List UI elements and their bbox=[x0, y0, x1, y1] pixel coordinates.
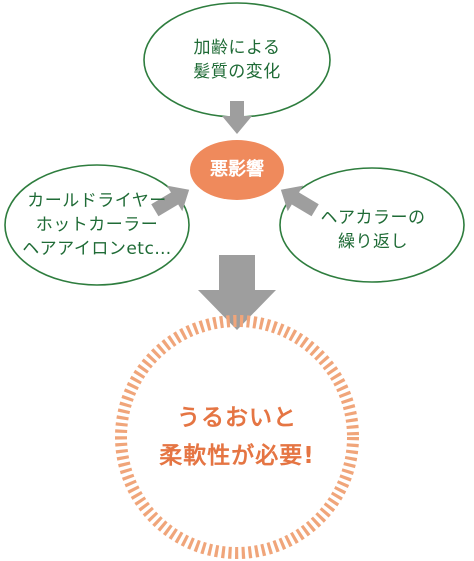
arrow-top-to-center bbox=[222, 101, 252, 134]
cause-left-line-2: ホットカーラー bbox=[35, 215, 159, 235]
cause-top-label: 加齢による 髪質の変化 bbox=[144, 36, 330, 84]
center-node bbox=[190, 140, 284, 200]
arrow-right-to-center bbox=[280, 185, 319, 217]
cause-left-label: カールドライヤー ホットカーラー ヘアアイロンetc… bbox=[6, 189, 188, 261]
cause-right-label: ヘアカラーの 繰り返し bbox=[282, 206, 464, 254]
cause-ellipse-right bbox=[279, 167, 465, 283]
result-ring bbox=[115, 315, 359, 559]
result-label: うるおいと 柔軟性が必要! bbox=[127, 399, 347, 475]
cause-right-line-2: 繰り返し bbox=[338, 232, 408, 252]
cause-left-line-1: カールドライヤー bbox=[27, 191, 167, 211]
center-label: 悪影響 bbox=[190, 158, 284, 182]
result-line-1: うるおいと bbox=[177, 405, 297, 431]
arrow-center-to-result bbox=[198, 255, 276, 330]
cause-ellipse-left bbox=[4, 164, 190, 286]
cause-left-line-3: ヘアアイロンetc… bbox=[22, 239, 172, 259]
arrow-left-to-center bbox=[151, 185, 190, 217]
result-line-2: 柔軟性が必要! bbox=[159, 443, 315, 469]
cause-top-line-2: 髪質の変化 bbox=[193, 62, 281, 82]
cause-top-line-1: 加齢による bbox=[193, 38, 281, 58]
center-label-text: 悪影響 bbox=[210, 159, 264, 180]
cause-right-line-1: ヘアカラーの bbox=[320, 208, 426, 228]
